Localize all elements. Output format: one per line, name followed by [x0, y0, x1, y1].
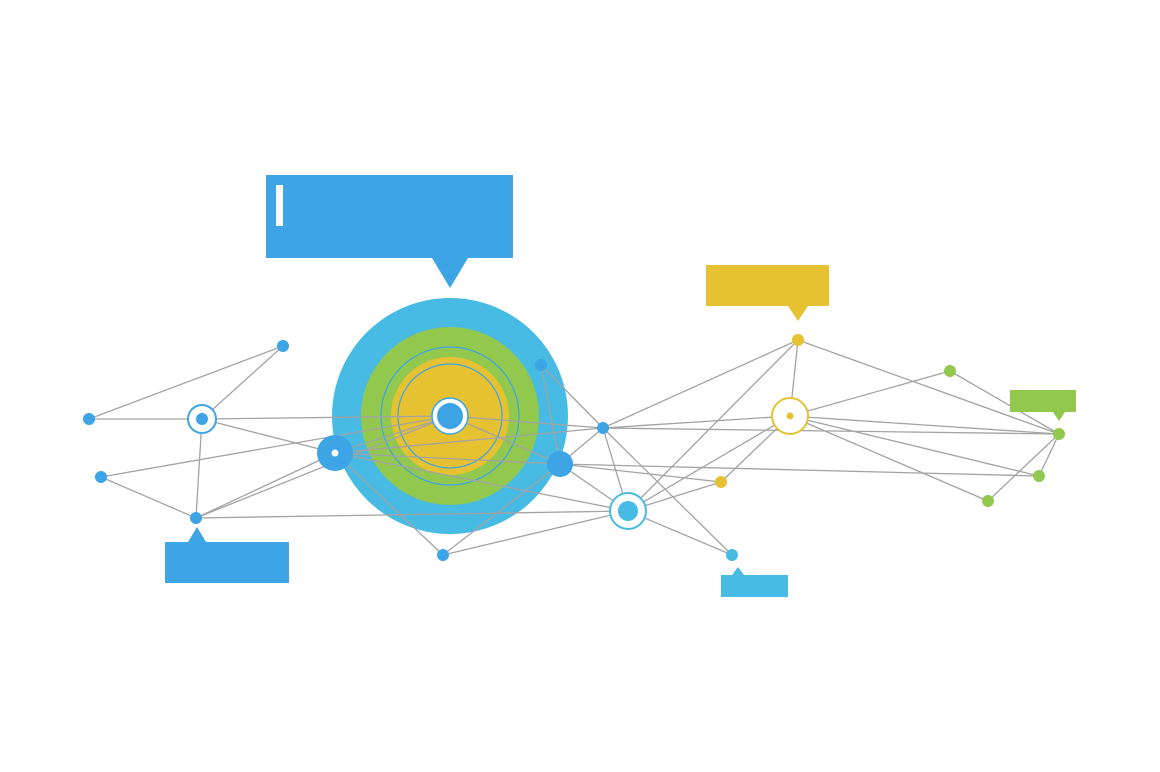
edge [195, 510, 629, 519]
edge [789, 415, 1040, 477]
network-node [187, 404, 217, 434]
network-node [944, 365, 956, 377]
edge [789, 415, 989, 502]
edge [195, 418, 203, 519]
edge [449, 415, 561, 465]
network-node [95, 471, 107, 483]
network-node [547, 451, 573, 477]
edge [442, 510, 629, 556]
network-node [1033, 470, 1045, 482]
edge [334, 427, 604, 454]
network-node [597, 422, 609, 434]
edge [334, 415, 451, 454]
network-node [1053, 428, 1065, 440]
edge [1038, 433, 1060, 477]
network-node [726, 549, 738, 561]
edge [201, 415, 451, 420]
network-node [535, 359, 547, 371]
edge [100, 415, 451, 478]
network-node [609, 492, 647, 530]
callout-green [1010, 390, 1076, 421]
text-cursor-icon [276, 185, 283, 226]
edge [334, 452, 629, 512]
edge [949, 370, 1060, 435]
edge [627, 339, 799, 512]
edge [195, 415, 451, 519]
edge [559, 463, 722, 483]
edge [602, 415, 791, 429]
nodes [83, 334, 1065, 561]
callout-main [266, 175, 513, 288]
edge [987, 433, 1060, 502]
edge [88, 345, 284, 420]
edge [602, 427, 1060, 435]
edge [602, 339, 799, 429]
network-node [715, 476, 727, 488]
edge [627, 415, 791, 512]
callout-yellow [706, 265, 829, 321]
hub-orbit-outer [380, 346, 520, 486]
network-node [792, 334, 804, 346]
network-node [317, 435, 353, 471]
network-node [190, 512, 202, 524]
edge [195, 452, 336, 519]
edge [797, 339, 1060, 435]
edge [789, 415, 1060, 435]
edge [540, 364, 604, 429]
network-node [83, 413, 95, 425]
network-node [771, 397, 809, 435]
edge [540, 364, 561, 465]
edges [88, 339, 1060, 556]
callout-blue-bottom [165, 527, 289, 583]
network-node [437, 549, 449, 561]
network-node [431, 397, 469, 435]
edge [602, 427, 733, 556]
edge [559, 463, 1040, 477]
edge [334, 452, 561, 465]
edge [201, 345, 284, 420]
edge [334, 452, 444, 556]
network-node [982, 495, 994, 507]
network-node [277, 340, 289, 352]
edge [100, 476, 197, 519]
callout-cyan-bottom [721, 567, 788, 597]
edge [201, 418, 336, 454]
edge [442, 463, 561, 556]
edge [789, 370, 951, 417]
edge [449, 415, 604, 429]
